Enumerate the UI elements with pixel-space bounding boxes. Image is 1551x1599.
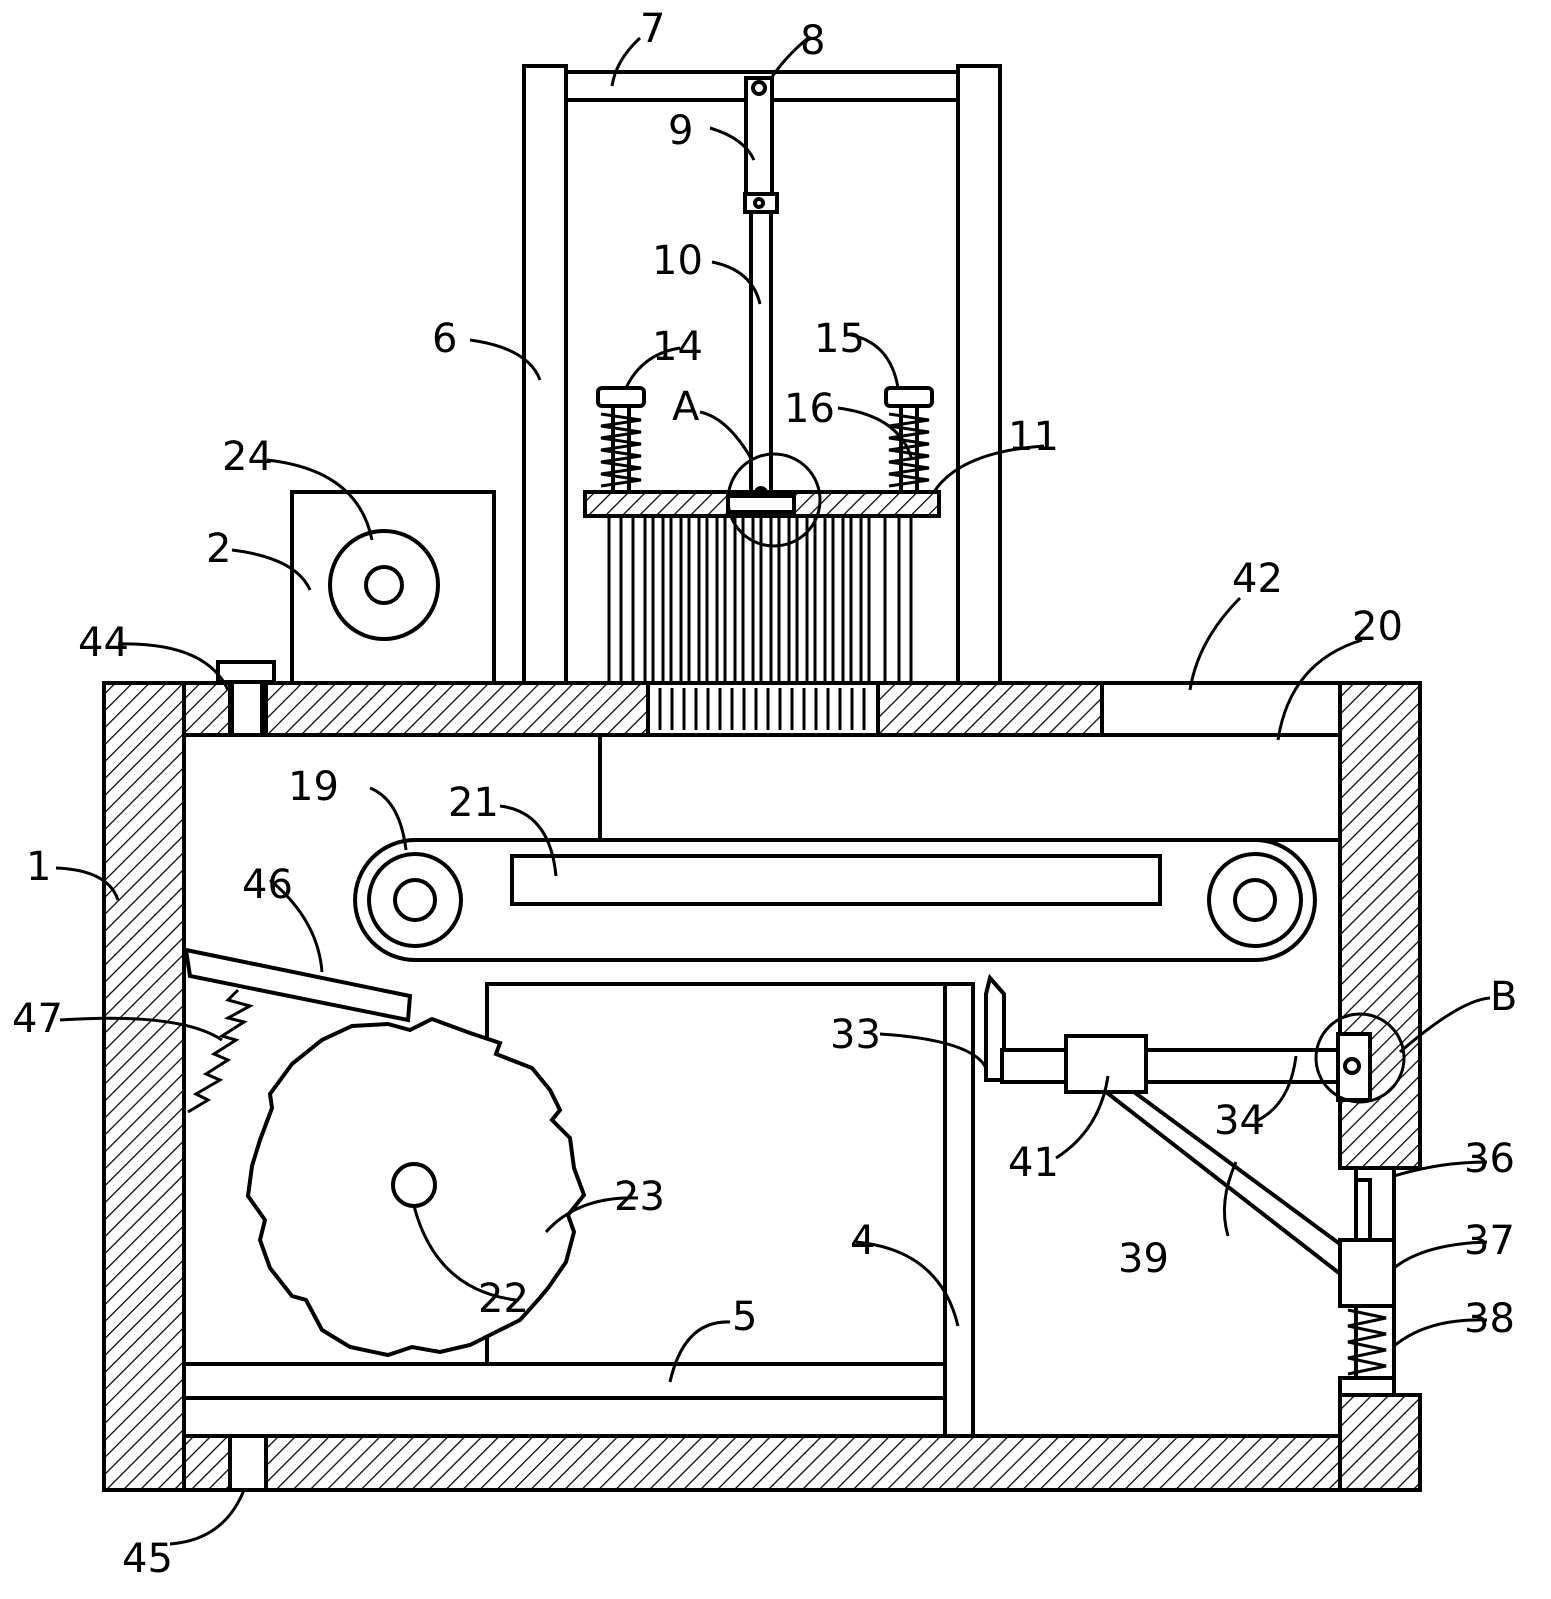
top-wall-mid <box>264 681 650 737</box>
label-7: 7 <box>640 6 665 52</box>
label-44: 44 <box>78 620 129 666</box>
frame-post-left <box>522 64 568 685</box>
label-22: 22 <box>478 1276 529 1322</box>
top-wall-left <box>182 681 232 737</box>
bottom-wall-right <box>264 1434 1342 1492</box>
valve-44 <box>216 660 276 737</box>
drain-port-45 <box>228 1434 268 1492</box>
plate-21 <box>510 854 1162 906</box>
label-39: 39 <box>1118 1236 1169 1282</box>
label-23: 23 <box>614 1174 665 1220</box>
label-1: 1 <box>26 844 51 890</box>
label-45: 45 <box>122 1536 173 1582</box>
label-b: B <box>1490 974 1517 1020</box>
pulley-24 <box>328 529 440 641</box>
leader-lines <box>55 36 1491 1546</box>
label-10: 10 <box>652 238 703 284</box>
conveyor-19 <box>353 838 1317 962</box>
channel-20 <box>184 733 1340 842</box>
ratchet-wheel-23 <box>245 1016 587 1358</box>
label-4: 4 <box>850 1218 875 1264</box>
spring-38 <box>1347 1308 1387 1376</box>
label-5: 5 <box>732 1294 757 1340</box>
label-34: 34 <box>1214 1098 1265 1144</box>
label-9: 9 <box>668 108 693 154</box>
detail-circle-a <box>726 452 822 548</box>
pawl-46 <box>183 947 413 1114</box>
label-2: 2 <box>206 526 231 572</box>
rod-10 <box>749 210 773 496</box>
reference-numerals: 7 8 9 10 6 14 15 A 16 11 24 2 42 44 20 1… <box>12 6 1517 1582</box>
pin-33 <box>984 973 1006 1082</box>
label-21: 21 <box>448 780 499 826</box>
top-wall-right <box>876 681 1104 737</box>
crank-link <box>743 76 779 500</box>
latch-block-37 <box>1338 1238 1396 1308</box>
label-6: 6 <box>432 316 457 362</box>
frame <box>522 64 1002 685</box>
pivot-8 <box>751 80 767 96</box>
label-47: 47 <box>12 996 63 1042</box>
shelf-5 <box>182 1330 947 1400</box>
label-14: 14 <box>652 324 703 370</box>
needles <box>607 514 913 685</box>
label-46: 46 <box>242 862 293 908</box>
right-wall-lower <box>1338 1393 1422 1492</box>
label-8: 8 <box>800 18 825 64</box>
label-36: 36 <box>1464 1136 1515 1182</box>
label-38: 38 <box>1464 1296 1515 1342</box>
label-37: 37 <box>1464 1218 1515 1264</box>
arm-34 <box>1000 1012 1406 1104</box>
latch-36 <box>1338 1166 1396 1397</box>
spring-47 <box>187 988 254 1114</box>
label-33: 33 <box>830 1012 881 1058</box>
frame-post-right <box>956 64 1002 685</box>
label-16: 16 <box>784 386 835 432</box>
label-15: 15 <box>814 316 865 362</box>
label-11: 11 <box>1008 414 1059 460</box>
label-42: 42 <box>1232 556 1283 602</box>
spring-15 <box>884 386 934 494</box>
label-24: 24 <box>222 434 273 480</box>
label-41: 41 <box>1008 1140 1059 1186</box>
left-wall <box>102 681 186 1492</box>
bottom-wall-left <box>182 1434 232 1492</box>
label-19: 19 <box>288 764 339 810</box>
label-20: 20 <box>1352 604 1403 650</box>
detail-circle-b <box>1314 1012 1406 1104</box>
spring-14 <box>596 386 646 494</box>
label-a: A <box>672 384 700 430</box>
outlet-42 <box>1100 681 1342 737</box>
needle-slot-teeth <box>658 688 866 730</box>
motor-box <box>290 490 496 685</box>
